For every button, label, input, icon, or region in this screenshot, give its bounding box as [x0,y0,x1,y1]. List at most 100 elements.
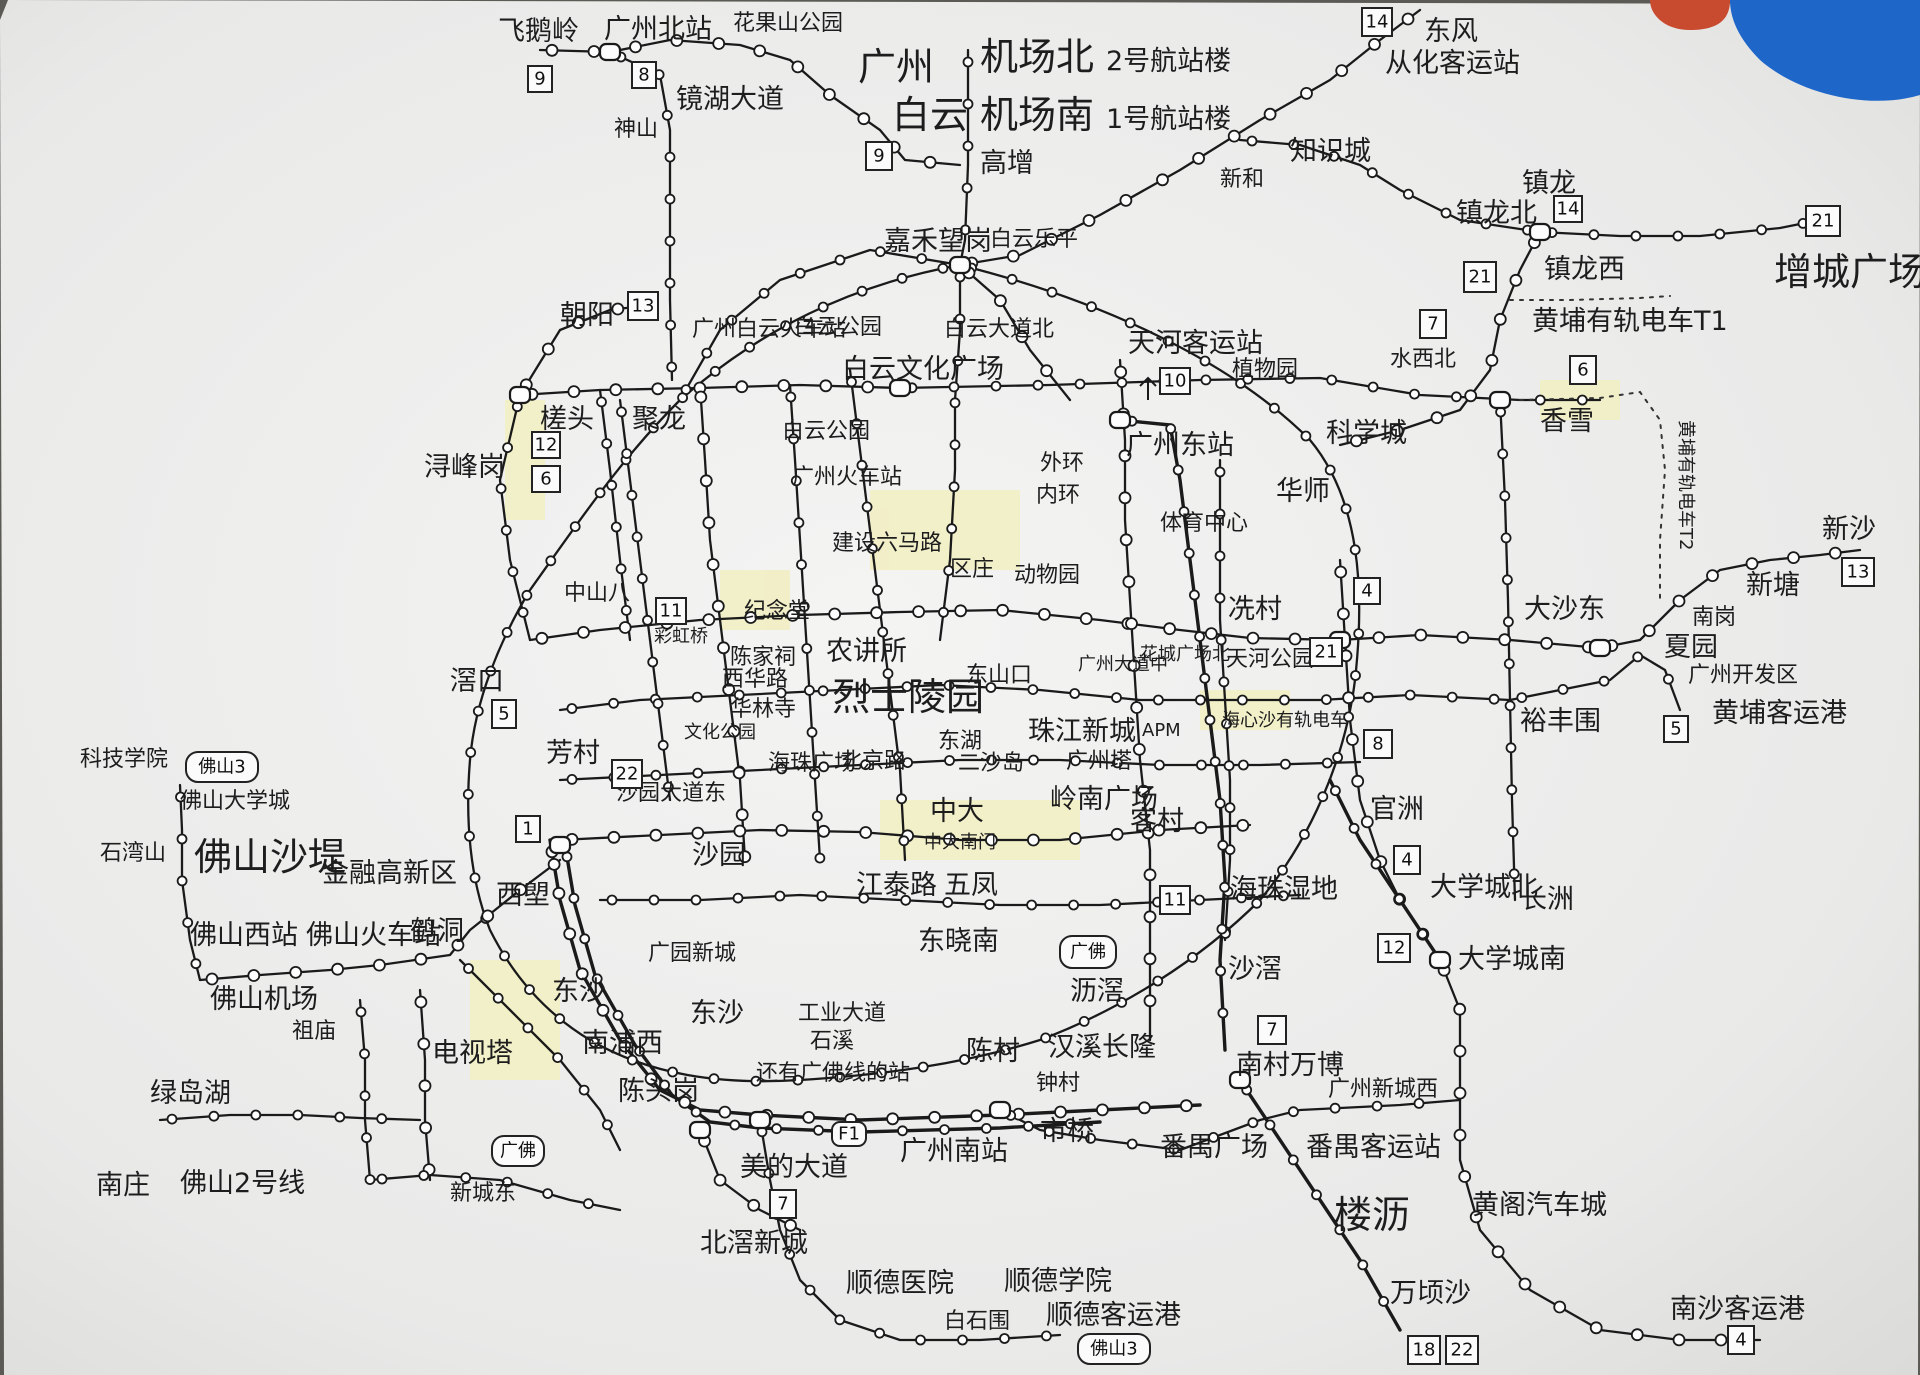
station-dot [1451,391,1462,403]
station-dot [753,44,767,58]
badge-guangfo-b: 广佛 [491,1135,545,1167]
station-dot [784,1248,796,1260]
station-dot [1288,1106,1299,1118]
station-dot [1006,249,1020,263]
station-dot [1401,12,1415,26]
station-dot [793,517,805,529]
station-dot [1194,894,1205,906]
svg-text:佛山3: 佛山3 [1090,1339,1137,1360]
interchange-hub [508,385,532,405]
station-dot [1516,692,1528,703]
svg-text:5: 5 [498,704,509,725]
station-dot [733,824,747,838]
station-dot [501,627,513,638]
station-dot [954,313,966,325]
station-dot [1458,1170,1472,1183]
station-dot [591,973,603,985]
label-panyu-coach: 番禺客运站 [1306,1132,1441,1163]
station-dot [469,872,481,884]
station-dot [642,614,653,626]
label-guangzhou-north: 广州北站 [604,14,712,45]
station-dot [481,909,495,923]
station-dot [818,761,830,773]
station-dot [1208,1132,1219,1143]
station-dot [1064,1118,1076,1130]
station-dot [578,1084,590,1096]
label-chentouyong: 陈头岗 [618,1076,699,1107]
station-dot [917,1061,929,1073]
label-wenhualipu: 文化公园 [684,722,756,743]
station-dot [952,355,964,367]
station-dot [1152,975,1164,987]
station-dot [846,376,857,388]
station-dot [602,1119,613,1131]
station-dot [1027,833,1040,847]
label-gongyedadao: 工业大道 [798,1001,886,1026]
badge-11a: 11 [655,597,687,625]
label-zhenlongxi: 镇龙西 [1544,254,1625,285]
svg-text:22: 22 [1451,1340,1474,1361]
label-zhongda: 中大 [930,796,984,827]
label-huangpu-tram: 黄埔有轨电车T1 [1532,306,1728,337]
label-terminal1: 1号航站楼 [1106,104,1231,135]
station-dot [735,808,749,822]
station-dot [775,687,787,699]
station-dot [568,892,580,904]
station-dot [1187,952,1198,963]
station-dot [1588,229,1600,241]
station-dot [785,391,797,403]
label-foshan-univ: 佛山大学城 [180,789,290,814]
station-dot [615,563,627,575]
station-dot [1200,374,1212,386]
label-haixinsha-tram: 海心沙有轨电车 [1222,710,1348,731]
station-dot [208,1110,220,1122]
station-dot [1110,827,1124,841]
station-dot [1335,64,1349,77]
station-dot [1070,755,1081,767]
svg-text:8: 8 [1372,734,1383,755]
label-baiyungongyuan: 白云公园 [782,419,870,444]
station-dot [554,1013,566,1025]
station-markers [166,12,1842,1347]
station-dot [175,791,186,803]
label-zumiao: 祖庙 [292,1019,336,1044]
station-dot [1288,139,1300,150]
station-dot [1509,273,1523,287]
station-dot [1328,150,1340,162]
badge-13a: 13 [627,291,659,321]
label-xiayuan: 夏园 [1664,632,1718,663]
station-dot [702,516,716,530]
station-dot [1534,394,1546,406]
station-dot [1130,701,1144,714]
label-shixi: 石溪 [810,1029,854,1054]
station-dot [1672,594,1686,608]
station-dot [763,1167,775,1179]
station-dot [949,397,961,409]
interchange-hub [1108,410,1132,430]
station-dot [1430,411,1444,425]
station-dot [915,1334,926,1346]
station-dot [1143,868,1157,882]
station-dot [1350,434,1363,448]
station-dot [629,40,642,54]
station-dot [247,969,261,982]
station-dot [552,886,566,900]
station-dot [794,267,806,279]
station-dot [651,382,665,396]
station-dot [713,1173,727,1187]
label-shenshan: 神山 [614,117,658,142]
badge-13b: 13 [1841,557,1875,587]
station-dot [994,294,1007,308]
label-gz-south: 广州南站 [900,1136,1008,1167]
station-dot [182,917,194,928]
svg-text:4: 4 [1735,1330,1746,1351]
station-dot [563,927,577,941]
station-dot [579,933,591,945]
label-apm: APM [1142,720,1181,741]
station-dot [1032,379,1044,391]
station-dot [984,899,995,910]
station-dot [692,767,704,779]
label-xunfenggang: 浔峰岗 [424,452,505,483]
station-dot [804,1284,816,1296]
